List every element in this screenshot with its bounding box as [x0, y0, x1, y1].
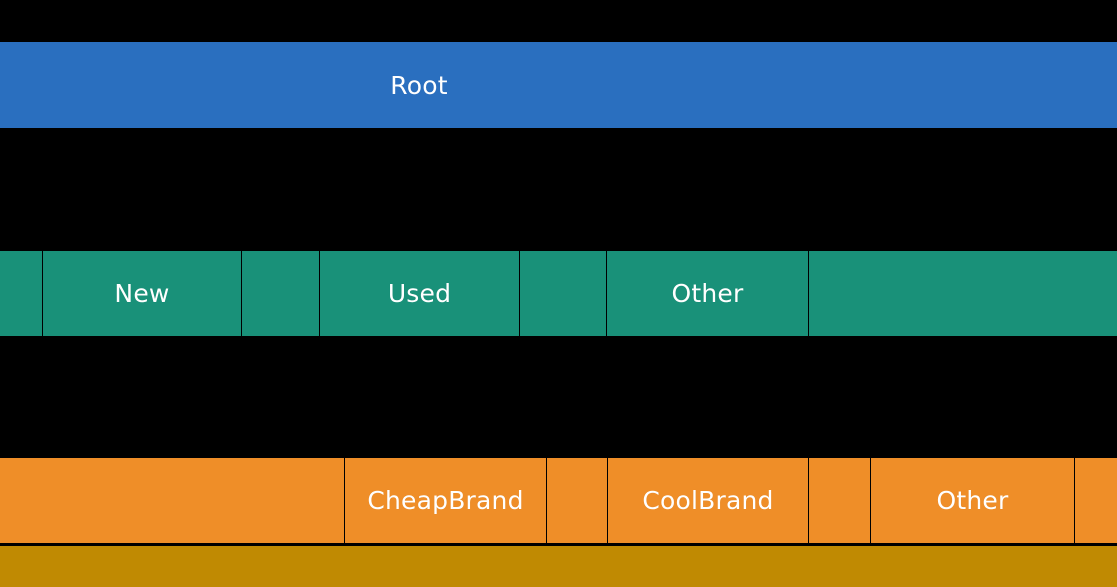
icicle-level-category: New Used Other [0, 251, 1117, 336]
icicle-node-unlabeled[interactable] [520, 251, 606, 336]
icicle-node-new[interactable]: New [43, 251, 241, 336]
icicle-node-unlabeled[interactable] [0, 251, 42, 336]
icicle-node-unlabeled[interactable] [0, 42, 319, 128]
icicle-node-label: CoolBrand [642, 486, 774, 515]
icicle-node-other[interactable]: Other [871, 458, 1074, 543]
icicle-node-unlabeled[interactable] [519, 42, 1117, 128]
icicle-node-unlabeled[interactable] [242, 251, 319, 336]
icicle-level-root: Root [0, 42, 1117, 128]
icicle-node-unlabeled[interactable] [809, 458, 870, 543]
icicle-level-leaf [0, 546, 1117, 587]
icicle-node-other[interactable]: Other [607, 251, 808, 336]
icicle-node-label: Other [671, 279, 744, 308]
icicle-node-unlabeled[interactable] [809, 251, 1117, 336]
icicle-node-label: CheapBrand [367, 486, 524, 515]
icicle-node-unlabeled[interactable] [547, 458, 607, 543]
icicle-node-cheapbrand[interactable]: CheapBrand [345, 458, 546, 543]
icicle-node-coolbrand[interactable]: CoolBrand [608, 458, 808, 543]
icicle-node-used[interactable]: Used [320, 251, 519, 336]
icicle-node-unlabeled[interactable] [0, 458, 344, 543]
icicle-node-label: Root [390, 70, 448, 100]
icicle-node-label: New [114, 279, 170, 308]
icicle-node-root[interactable]: Root [319, 42, 519, 128]
icicle-node-unlabeled[interactable] [0, 546, 1117, 587]
icicle-node-label: Used [387, 279, 452, 308]
icicle-node-label: Other [936, 486, 1009, 515]
icicle-node-unlabeled[interactable] [1075, 458, 1117, 543]
icicle-level-brand: CheapBrand CoolBrand Other [0, 458, 1117, 543]
